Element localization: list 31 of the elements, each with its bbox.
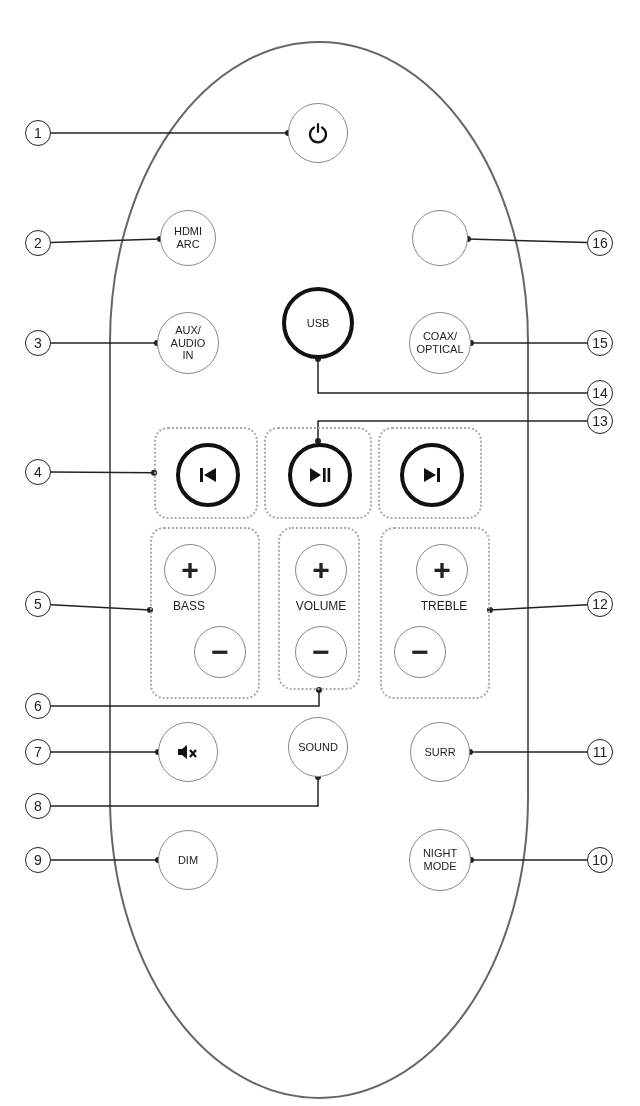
callout-number: 10 xyxy=(587,847,613,873)
button-label: VOLUME xyxy=(293,599,349,613)
button-group-outline xyxy=(380,527,490,699)
button-group-outline xyxy=(278,527,360,690)
callout-number: 11 xyxy=(587,739,613,765)
callout-number: 4 xyxy=(25,459,51,485)
callout-number: 15 xyxy=(587,330,613,356)
callout-number: 9 xyxy=(25,847,51,873)
callout-number: 12 xyxy=(587,591,613,617)
callout-number: 13 xyxy=(587,408,613,434)
leader-line xyxy=(315,356,588,394)
callout-number: 3 xyxy=(25,330,51,356)
callout-number: 14 xyxy=(587,380,613,406)
leader-line xyxy=(487,603,588,613)
leader-line xyxy=(50,687,322,707)
button-group-outline xyxy=(264,427,372,519)
callout-number: 2 xyxy=(25,230,51,256)
leader-line xyxy=(50,469,157,476)
callout-number: 5 xyxy=(25,591,51,617)
callout-number: 6 xyxy=(25,693,51,719)
button-label: BASS xyxy=(171,599,207,613)
callout-number: 7 xyxy=(25,739,51,765)
callout-number: 8 xyxy=(25,793,51,819)
callout-number: 16 xyxy=(587,230,613,256)
button-label: TREBLE xyxy=(418,599,470,613)
leader-line xyxy=(50,603,153,613)
button-group-outline xyxy=(154,427,258,519)
button-group-outline xyxy=(150,527,260,699)
leader-line xyxy=(315,420,588,444)
button-group-outline xyxy=(378,427,482,519)
callout-number: 1 xyxy=(25,120,51,146)
